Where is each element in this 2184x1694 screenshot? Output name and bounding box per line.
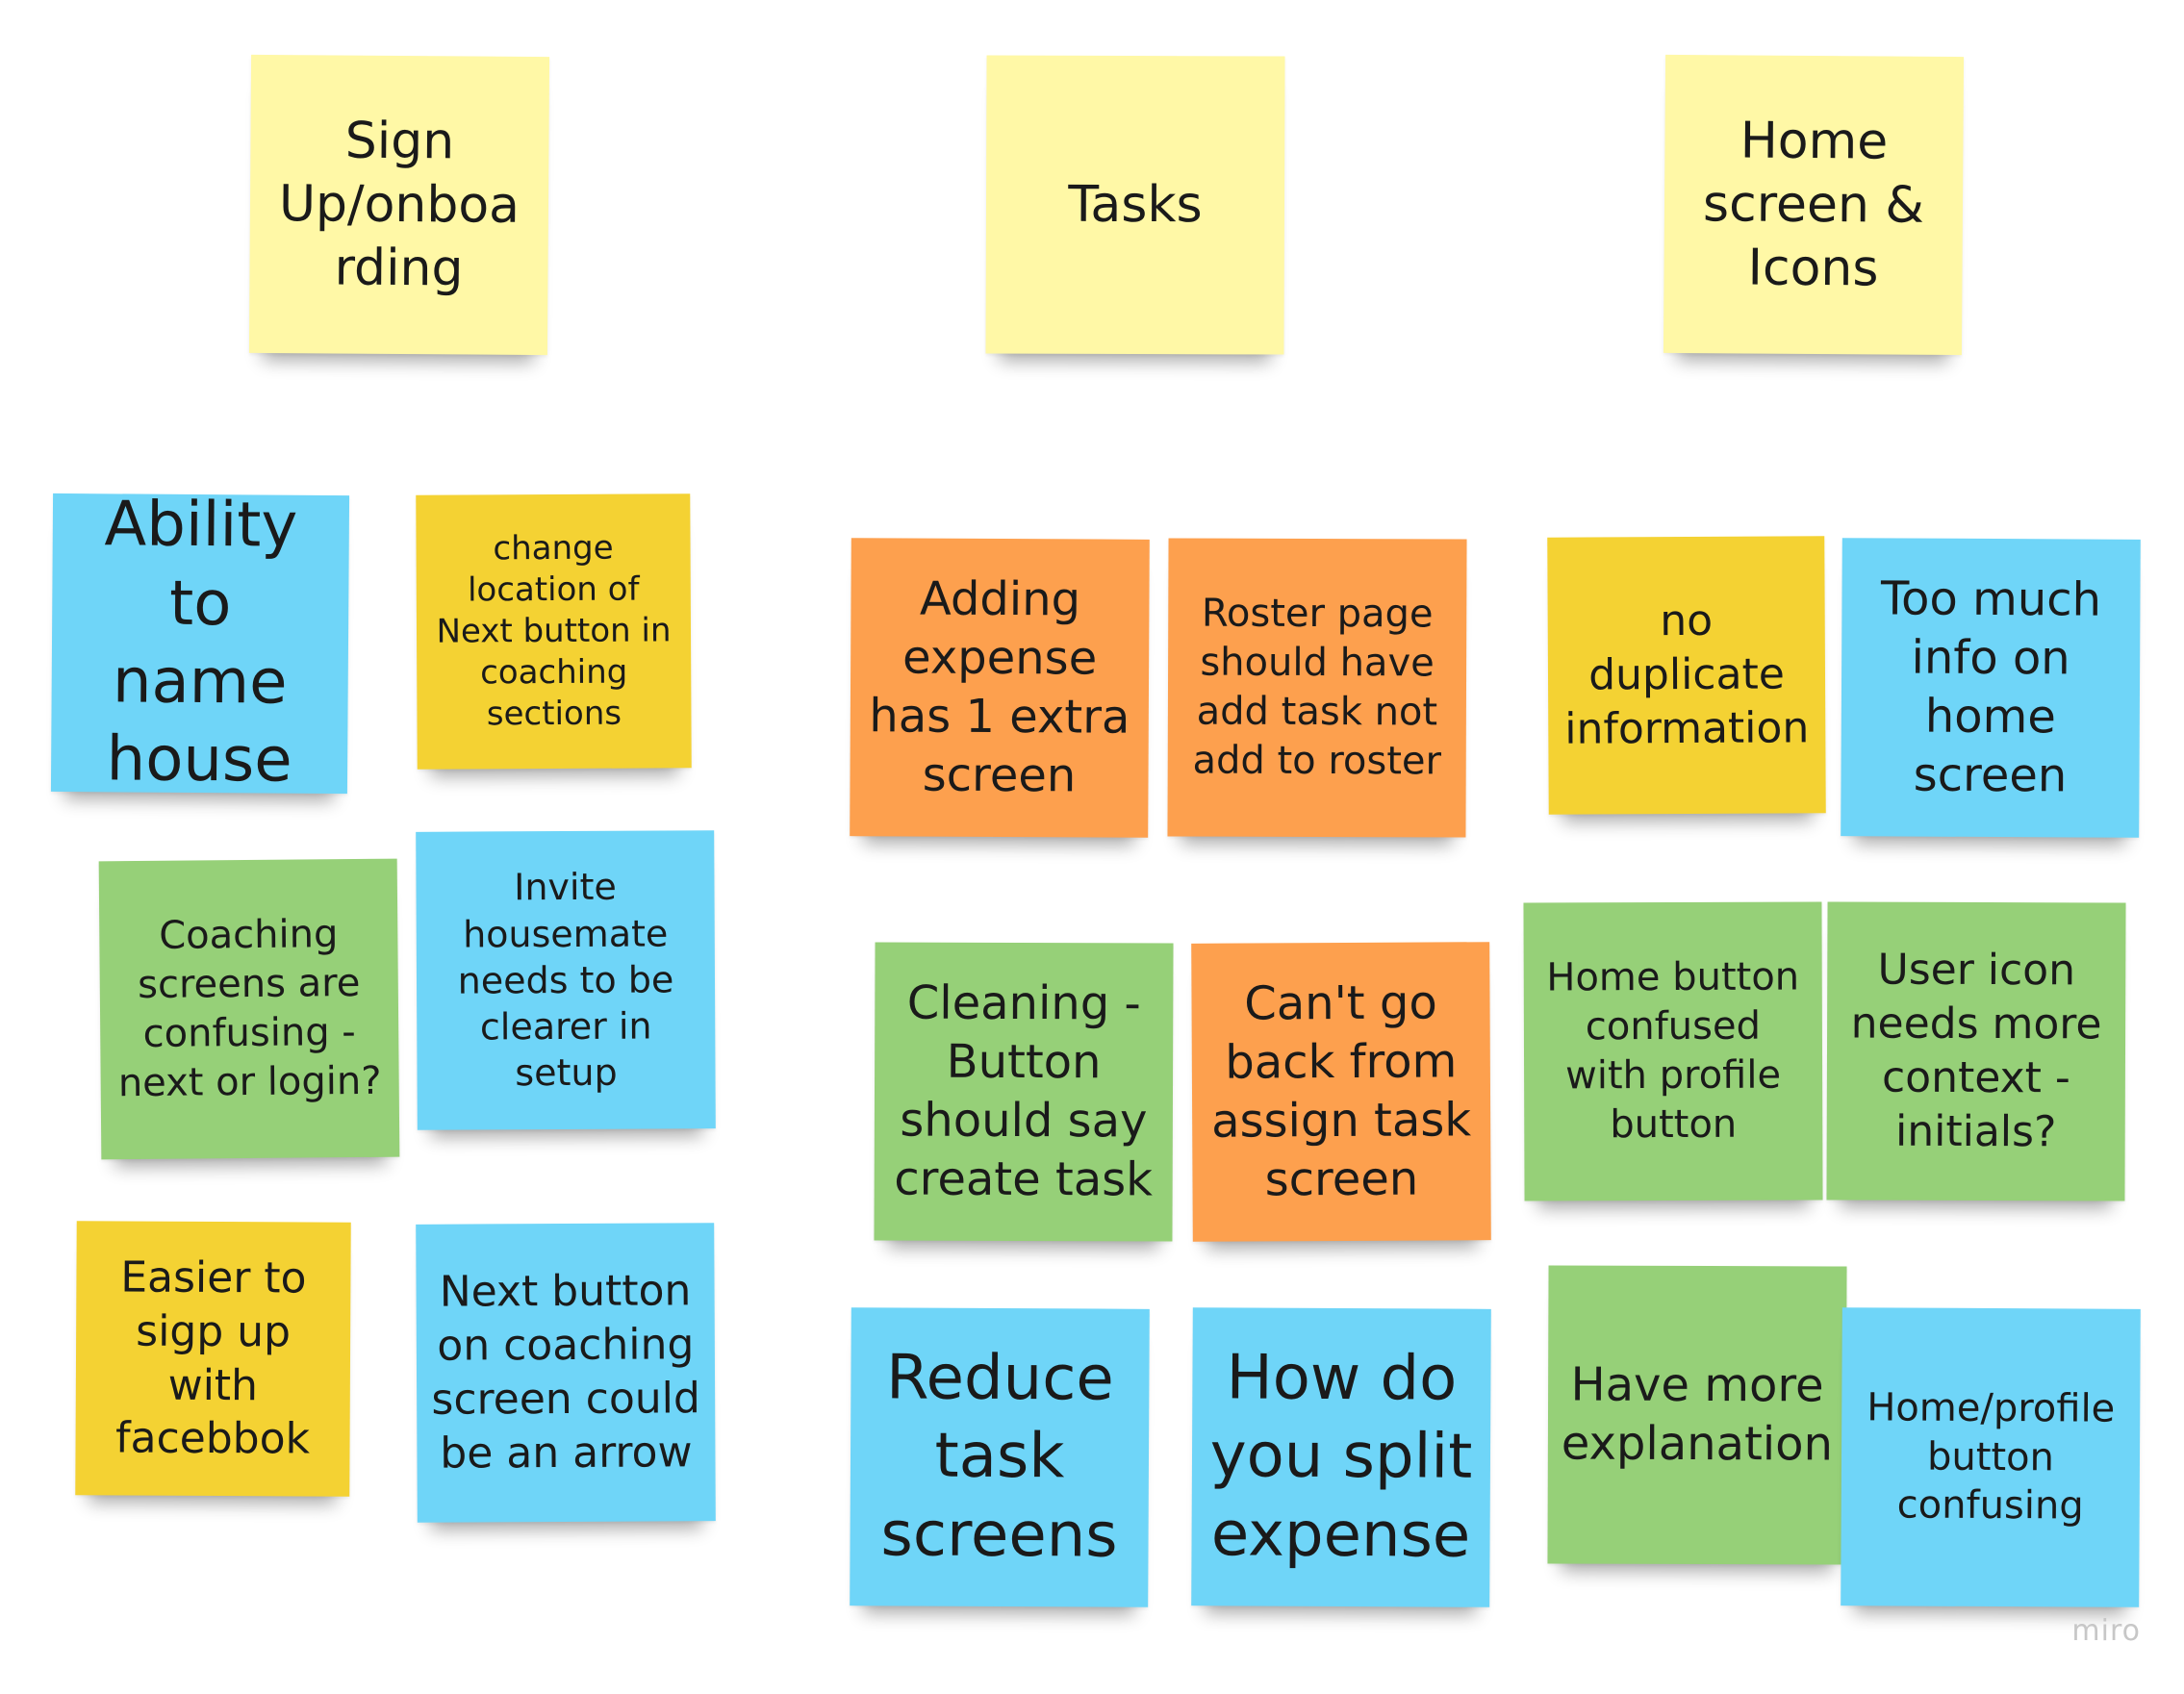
- sticky-text: User icon needs more context - initials?: [1850, 945, 2102, 1157]
- sticky-text: Too much info on home screen: [1880, 571, 2102, 803]
- sticky-note[interactable]: How do you split expense: [1191, 1307, 1491, 1607]
- sticky-note[interactable]: no duplicate information: [1547, 536, 1826, 815]
- sticky-text: Home screen & Icons: [1702, 112, 1925, 298]
- sticky-text: Home/profile button confusing: [1867, 1385, 2116, 1529]
- sticky-text: Ability to name house: [104, 489, 298, 796]
- sticky-text: Easier to sigp up with facebbok: [114, 1252, 311, 1464]
- sticky-text: Reduce task screens: [880, 1342, 1118, 1572]
- sticky-note[interactable]: Reduce task screens: [850, 1307, 1150, 1607]
- sticky-text: Invite housemate needs to be clearer in …: [457, 866, 674, 1095]
- sticky-text: no duplicate information: [1564, 596, 1810, 754]
- sticky-note[interactable]: Too much info on home screen: [1841, 538, 2141, 838]
- sticky-note[interactable]: Easier to sigp up with facebbok: [75, 1221, 351, 1497]
- sticky-note[interactable]: change location of Next button in coachi…: [416, 493, 692, 770]
- sticky-note[interactable]: Home/profile button confusing: [1841, 1307, 2141, 1607]
- sticky-note[interactable]: Invite housemate needs to be clearer in …: [416, 830, 716, 1130]
- sticky-text: change location of Next button in coachi…: [436, 528, 672, 734]
- sticky-text: Roster page should have add task not add…: [1192, 591, 1442, 784]
- miro-watermark: miro: [2071, 1614, 2141, 1648]
- sticky-note[interactable]: Adding expense has 1 extra screen: [850, 538, 1150, 838]
- sticky-note[interactable]: Home button confused with profile button: [1523, 901, 1823, 1201]
- sticky-text: Coaching screens are confusing - next or…: [117, 912, 382, 1105]
- sticky-text: Tasks: [1068, 175, 1203, 235]
- sticky-note[interactable]: Can't go back from assign task screen: [1191, 942, 1491, 1242]
- sticky-text: Next button on coaching screen could be …: [431, 1266, 700, 1479]
- sticky-note[interactable]: Cleaning - Button should say create task: [874, 942, 1174, 1242]
- sticky-text: Home button confused with profile button: [1546, 954, 1800, 1148]
- sticky-text: Cleaning - Button should say create task: [894, 975, 1154, 1207]
- sticky-text: Sign Up/onboa rding: [278, 112, 521, 298]
- sticky-note[interactable]: Have more explanation: [1547, 1265, 1847, 1565]
- sticky-note[interactable]: Roster page should have add task not add…: [1167, 538, 1467, 838]
- sticky-header-tasks[interactable]: Tasks: [985, 55, 1285, 355]
- sticky-note[interactable]: Ability to name house: [50, 490, 350, 796]
- sticky-text: Have more explanation: [1561, 1357, 1834, 1472]
- sticky-header-signup[interactable]: Sign Up/onboa rding: [248, 54, 550, 356]
- sticky-text: How do you split expense: [1209, 1342, 1473, 1572]
- sticky-text: Can't go back from assign task screen: [1211, 975, 1472, 1207]
- sticky-note[interactable]: Next button on coaching screen could be …: [416, 1223, 716, 1523]
- sticky-note[interactable]: User icon needs more context - initials?: [1826, 901, 2126, 1201]
- sticky-header-home[interactable]: Home screen & Icons: [1663, 54, 1965, 356]
- sticky-text: Adding expense has 1 extra screen: [869, 571, 1130, 803]
- sticky-note[interactable]: Coaching screens are confusing - next or…: [98, 858, 400, 1160]
